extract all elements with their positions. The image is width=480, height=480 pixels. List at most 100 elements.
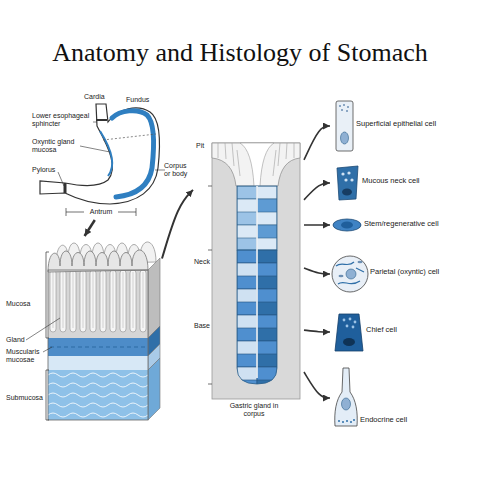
- diagram-title: Anatomy and Histology of Stomach: [0, 38, 480, 68]
- tissue-block-drawing: [46, 370, 47, 420]
- part-label: Antrum: [86, 208, 116, 216]
- mucous-neck-cell-drawing: [337, 166, 358, 200]
- part-label: Mucosa: [6, 300, 44, 308]
- part-label: Lower esophageal sphincter: [32, 112, 92, 128]
- superficial-cell-drawing: [339, 105, 341, 107]
- gastric-gland-drawing: [212, 143, 300, 399]
- tissue-block-drawing: [46, 252, 49, 253]
- stomach-drawing: [80, 146, 110, 152]
- tissue-block-drawing: [46, 252, 47, 338]
- endocrine-cell-drawing: [346, 420, 348, 422]
- mucous-neck-cell-drawing: [337, 166, 358, 200]
- stomach-drawing: [155, 170, 165, 171]
- part-label: Parietal (oxyntic) cell: [370, 268, 475, 276]
- gastric-gland-drawing: [273, 150, 276, 176]
- endocrine-cell-drawing: [335, 368, 357, 426]
- part-label: Neck: [194, 258, 213, 266]
- chief-cell-drawing: [349, 318, 352, 321]
- chief-cell-drawing: [343, 319, 346, 322]
- part-label: Corpus or body: [164, 162, 191, 178]
- cell-type: Stem/regenerative cell: [330, 210, 475, 240]
- gastric-gland-drawing: [256, 186, 258, 378]
- tissue-block: MucosaGlandMuscularis mucosaeSubmucosa: [4, 236, 162, 424]
- part-label: Gastric gland in corpus: [228, 402, 280, 418]
- cell-type: Superficial epithelial cell: [330, 98, 475, 154]
- stomach-drawing: [58, 172, 64, 186]
- tissue-block-drawing: [43, 347, 52, 352]
- part-label: Submucosa: [6, 394, 46, 402]
- gastric-gland-drawing: [286, 143, 287, 159]
- cell-type: Endocrine cell: [330, 366, 475, 430]
- chief-cell-drawing: [354, 321, 357, 324]
- stem-cell-drawing: [333, 219, 361, 231]
- tissue-block-drawing: [48, 356, 148, 370]
- parietal-cell-drawing: [336, 262, 364, 284]
- pointer-arrow: [304, 330, 330, 332]
- stomach-drawing: [93, 122, 97, 123]
- tissue-block-drawing: [26, 242, 160, 420]
- superficial-cell-drawing: [336, 101, 353, 151]
- superficial-cell-drawing: [346, 110, 348, 112]
- cell-type: Mucous neck cell: [330, 163, 475, 203]
- stomach-drawing: [118, 212, 136, 213]
- mucous-neck-cell-drawing: [341, 172, 344, 175]
- gastric-gland-drawing: [208, 186, 212, 187]
- superficial-cell-drawing: [341, 132, 349, 144]
- parietal-cell-drawing: [332, 256, 368, 292]
- chief-cell-drawing: [352, 326, 355, 329]
- endocrine-cell-drawing: [342, 398, 351, 410]
- mucous-neck-cell-drawing: [347, 171, 350, 174]
- pointer-arrow: [304, 126, 330, 160]
- part-label: Gland: [6, 336, 44, 344]
- tissue-block-drawing: [46, 370, 49, 371]
- stomach-figure: CardiaFundusLower esophageal sphincterOx…: [30, 92, 192, 220]
- endocrine-cell-drawing: [342, 421, 344, 423]
- part-label: Base: [194, 322, 213, 330]
- pointer-arrow: [304, 372, 330, 398]
- part-label: Superficial epithelial cell: [356, 120, 474, 128]
- gastric-gland-drawing: [208, 250, 212, 251]
- part-label: Cardia: [84, 93, 114, 101]
- parietal-cell-drawing: [358, 261, 363, 264]
- gastric-gland-drawing: [237, 150, 240, 176]
- part-label: Pylorus: [32, 166, 72, 174]
- superficial-cell-drawing: [343, 104, 345, 106]
- tissue-block-drawing: [148, 358, 160, 420]
- stomach-drawing: [66, 212, 84, 213]
- gastric-gland-drawing: [212, 143, 300, 186]
- stem-cell-drawing: [333, 219, 361, 231]
- part-label: Chief cell: [366, 326, 474, 334]
- tissue-block-drawing: [48, 370, 148, 420]
- superficial-cell-drawing: [347, 106, 349, 108]
- part-label: Muscularis mucosae: [6, 348, 42, 364]
- chief-cell-drawing: [343, 338, 355, 346]
- cell-type: Chief cell: [330, 311, 475, 353]
- tissue-block-drawing: [26, 318, 60, 340]
- tissue-block-drawing: [48, 338, 148, 356]
- tissue-block-drawing: [148, 258, 160, 338]
- superficial-cell-drawing: [336, 101, 353, 151]
- part-label: Endocrine cell: [360, 416, 474, 424]
- gastric-gland: PitNeckBaseGastric gland in corpus: [193, 140, 304, 425]
- tissue-block-drawing: [48, 250, 148, 272]
- stomach-drawing: [100, 131, 112, 176]
- gastric-gland-drawing: [208, 384, 212, 385]
- mucous-neck-cell-drawing: [342, 189, 352, 196]
- gastric-gland-drawing: [240, 143, 274, 186]
- endocrine-cell-drawing: [353, 419, 355, 421]
- superficial-cell-drawing: [341, 109, 343, 111]
- pointer-arrow: [304, 224, 330, 226]
- mucous-neck-cell-drawing: [350, 178, 353, 181]
- tissue-block-drawing: [48, 270, 148, 420]
- stomach-drawing: [103, 134, 156, 140]
- part-label: Mucous neck cell: [362, 177, 474, 185]
- endocrine-cell-drawing: [335, 368, 357, 426]
- stem-cell-drawing: [341, 222, 353, 229]
- endocrine-cell-drawing: [338, 420, 340, 422]
- gastric-gland-drawing: [218, 143, 219, 158]
- parietal-cell-drawing: [339, 275, 344, 278]
- part-label: Oxyntic gland mucosa: [32, 138, 82, 154]
- stomach-drawing: [96, 119, 107, 121]
- pointer-arrow: [304, 183, 330, 200]
- gastric-gland-drawing: [232, 143, 234, 166]
